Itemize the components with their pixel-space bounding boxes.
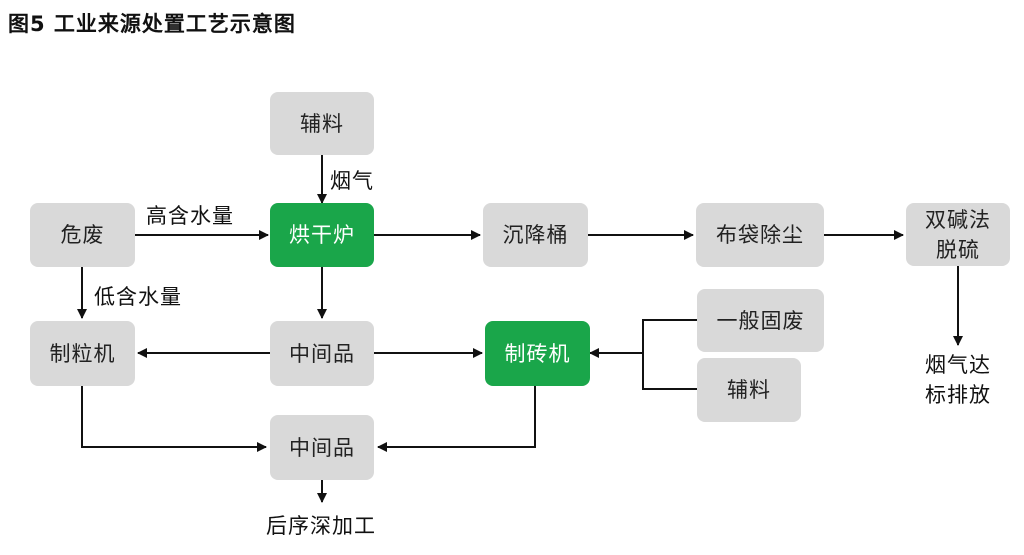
- label-further-processing: 后序深加工: [266, 514, 376, 538]
- node-general-solid-waste: 一般固废: [697, 289, 824, 352]
- label-low-moisture: 低含水量: [94, 285, 182, 309]
- node-bag-dust-removal: 布袋除尘: [696, 203, 824, 267]
- figure-title: 图5 工业来源处置工艺示意图: [8, 12, 296, 36]
- node-intermediate-2: 中间品: [270, 415, 374, 480]
- node-brick-machine: 制砖机: [485, 321, 590, 386]
- edge-solidwaste-branch: [642, 319, 697, 390]
- label-emission: 烟气达 标排放: [925, 353, 991, 407]
- node-auxiliary-top: 辅料: [270, 92, 374, 155]
- edge-granulator-to-intermediate2: [81, 386, 267, 452]
- node-auxiliary-right: 辅料: [697, 358, 801, 422]
- edge-brick-to-intermediate2: [377, 386, 536, 452]
- node-hazardous-waste: 危废: [30, 203, 135, 267]
- node-granulator: 制粒机: [30, 321, 135, 386]
- node-intermediate-1: 中间品: [270, 321, 374, 386]
- node-double-alkali: 双碱法 脱硫: [906, 203, 1010, 266]
- node-drying-furnace: 烘干炉: [270, 203, 374, 267]
- label-flue-gas: 烟气: [330, 169, 374, 193]
- label-high-moisture: 高含水量: [146, 204, 234, 228]
- node-settling-tank: 沉降桶: [483, 203, 588, 267]
